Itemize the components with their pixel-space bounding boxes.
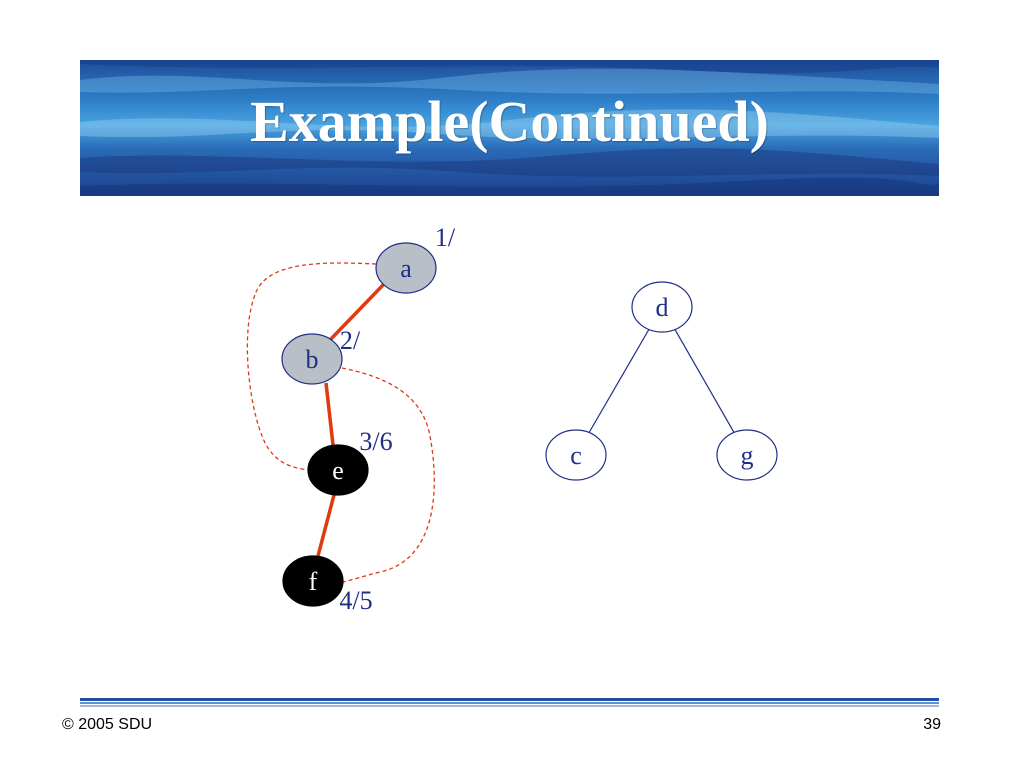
node-g: g — [716, 429, 778, 481]
node-b-label: b — [306, 345, 319, 374]
node-a-label: a — [400, 254, 412, 283]
node-g-circle — [716, 429, 778, 481]
page-number: 39 — [923, 716, 941, 733]
node-d-circle — [631, 281, 693, 333]
rank-label-f: 4/5 — [339, 586, 372, 615]
banner-wave-pattern — [80, 60, 939, 196]
node-a-circle — [375, 242, 437, 294]
node-d: d — [631, 281, 693, 333]
tree-edge-a-b — [328, 282, 386, 342]
node-c: c — [545, 429, 607, 481]
edges-layer — [246, 262, 737, 583]
node-c-circle — [545, 429, 607, 481]
node-e: e — [307, 444, 369, 496]
node-c-label: c — [570, 441, 582, 470]
rank-label-b: 2/ — [340, 326, 361, 355]
node-g-label: g — [741, 441, 754, 470]
footer-divider — [80, 698, 939, 707]
back-edge-b-f — [341, 367, 435, 583]
node-f-label: f — [309, 567, 318, 596]
node-b-circle — [281, 333, 343, 385]
node-b: b — [281, 333, 343, 385]
copyright-notice: © 2005 SDU — [62, 716, 153, 733]
node-e-label: e — [332, 456, 344, 485]
tree-edge-b-e — [324, 382, 335, 446]
edge-d-g — [672, 325, 737, 437]
node-e-circle — [307, 444, 369, 496]
rank-label-e: 3/6 — [359, 427, 392, 456]
node-f: f — [282, 555, 344, 607]
edge-d-c — [586, 325, 652, 437]
tree-edge-e-f — [316, 494, 336, 557]
rank-labels-layer: 1/2/3/6 4/5 — [339, 223, 456, 615]
slide-title: Example(Continued) — [250, 89, 769, 154]
title-banner: Example(Continued) — [80, 60, 939, 196]
back-edge-a-e — [246, 262, 377, 471]
nodes-layer: a b e f d c g — [281, 242, 778, 607]
node-f-circle — [282, 555, 344, 607]
node-d-label: d — [656, 293, 669, 322]
node-a: a — [375, 242, 437, 294]
rank-label-a: 1/ — [435, 223, 456, 252]
